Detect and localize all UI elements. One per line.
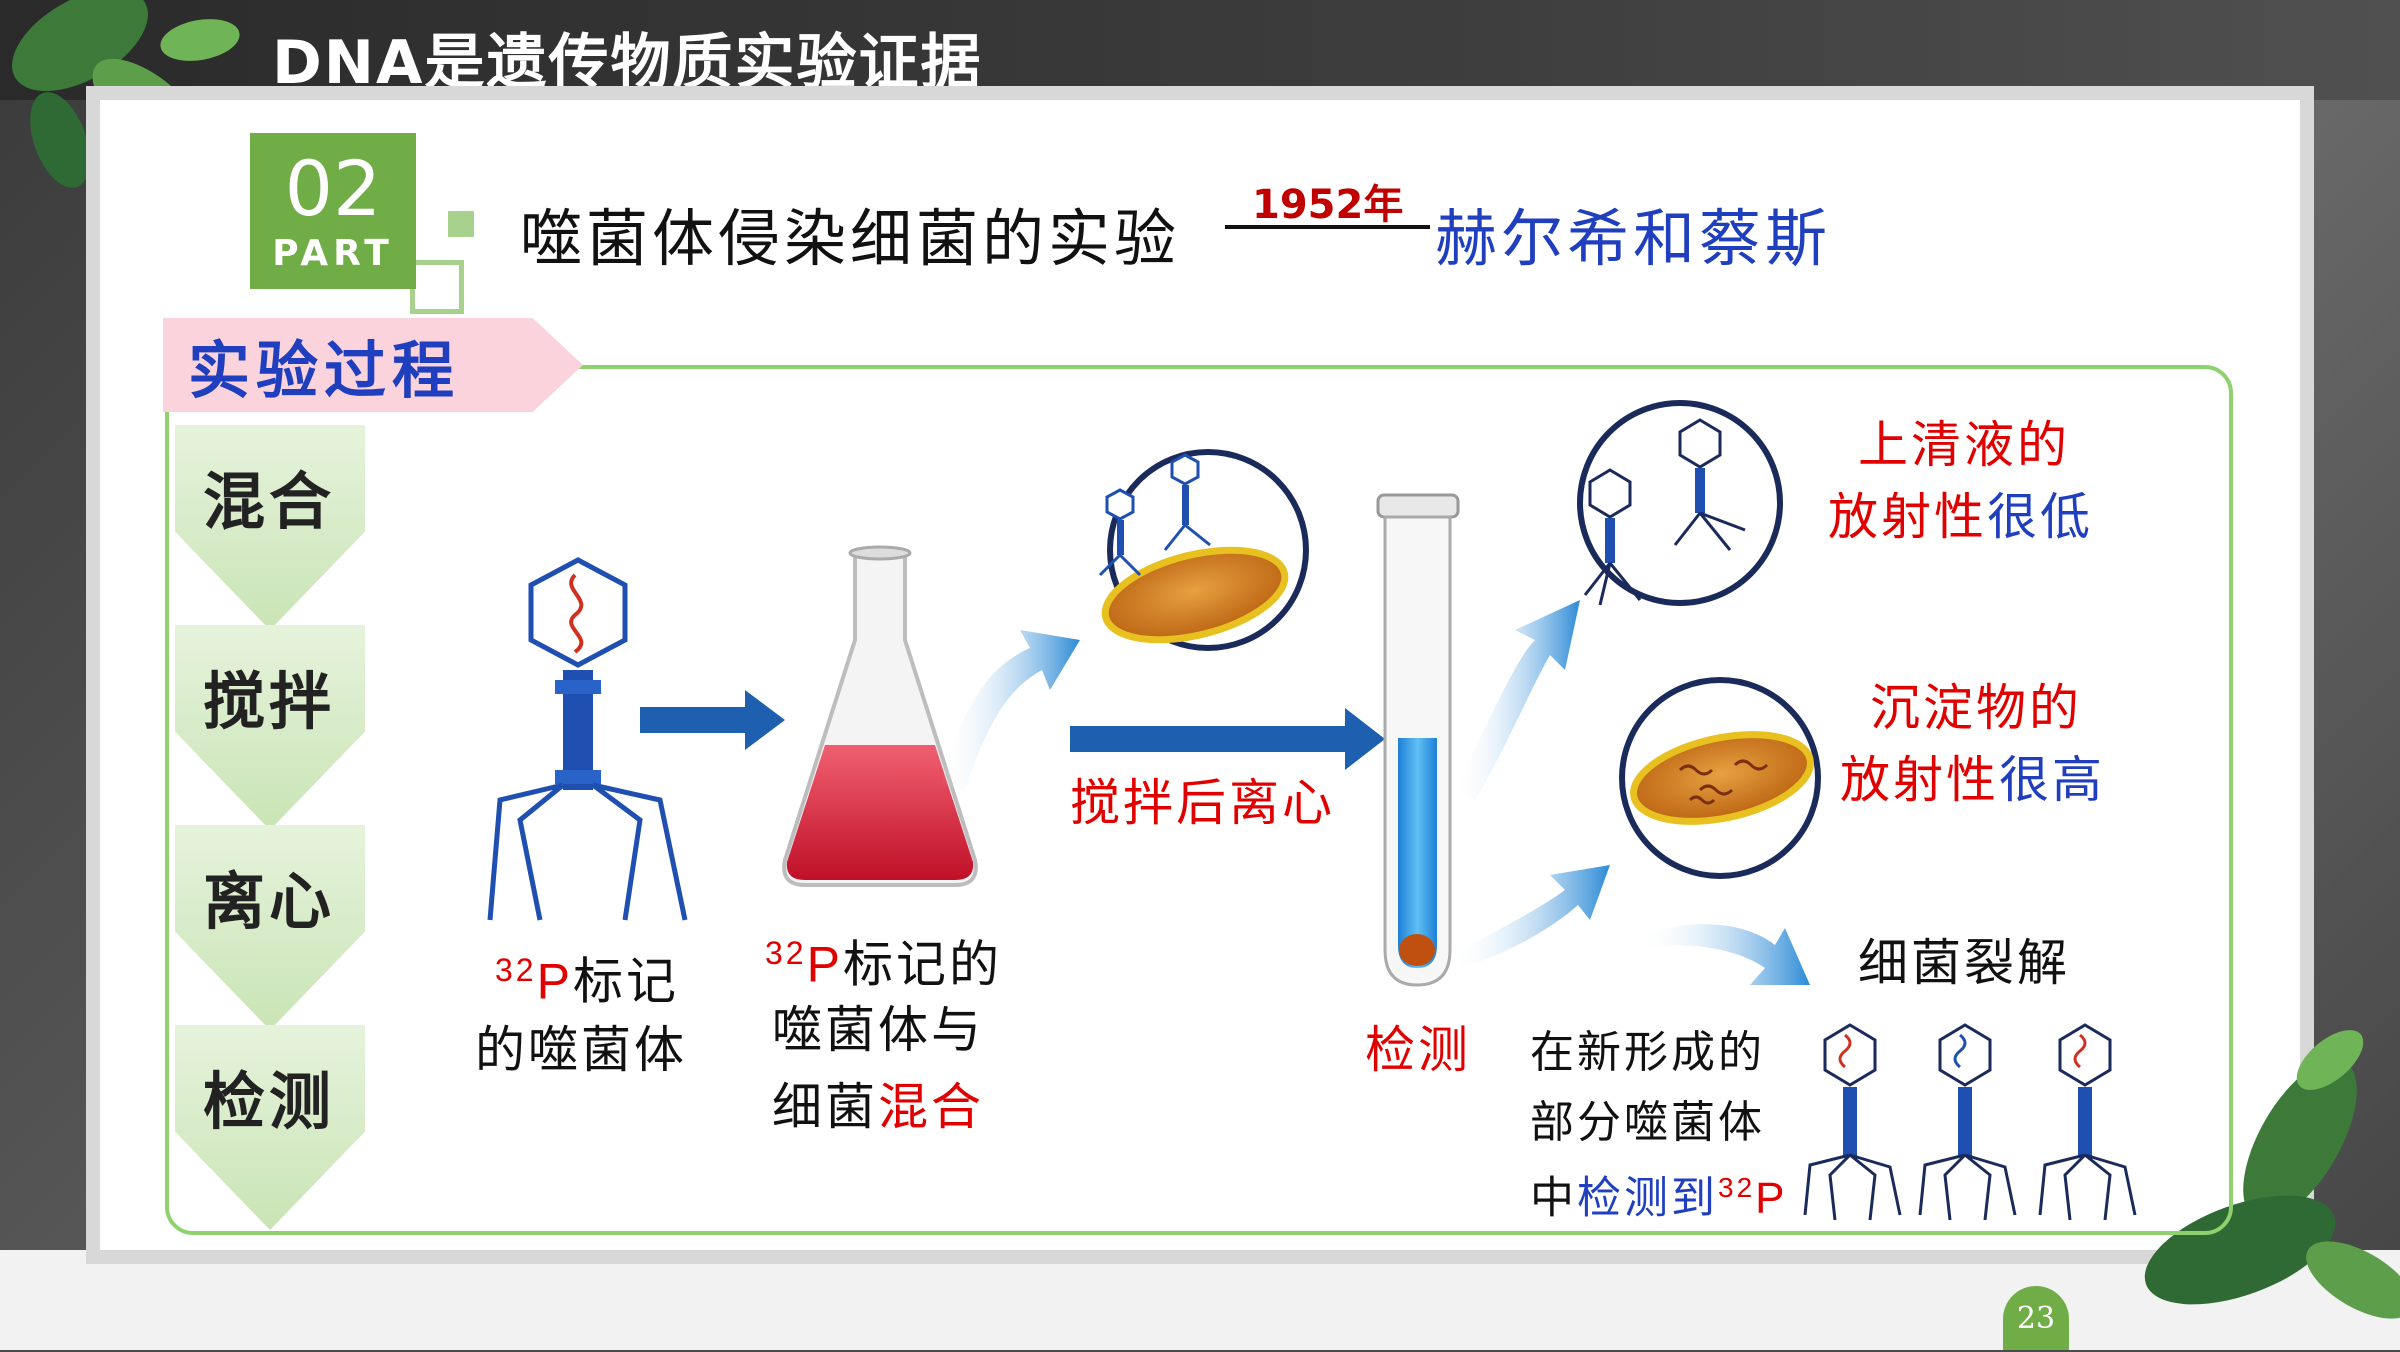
process-tab	[163, 318, 583, 412]
content-card	[100, 100, 2300, 1250]
step-detect: 检测	[175, 1025, 365, 1235]
part-badge: 02 PART	[250, 133, 416, 289]
page-title: DNA是遗传物质实验证据	[272, 28, 983, 98]
experiment-heading: 噬菌体侵染细菌的实验	[520, 202, 1181, 275]
detect-label: 检测	[1365, 1021, 1471, 1079]
new-phage-label-line1: 在新形成的	[1530, 1027, 1765, 1078]
phage-label: 32P标记	[495, 952, 679, 1011]
curved-arrow-icon	[1455, 600, 1580, 800]
process-frame	[165, 365, 2233, 1235]
part-label: PART	[272, 233, 394, 274]
leaf-decoration-bottom-right	[2144, 1030, 2400, 1319]
curved-arrow-icon	[1450, 865, 1610, 970]
infection-circle	[1098, 449, 1309, 651]
part-number: 02	[284, 144, 382, 233]
arrow-right-icon	[640, 690, 785, 750]
lysis-phages	[1803, 1023, 2137, 1221]
arrow-right-icon	[1070, 708, 1385, 770]
step-centrifuge: 离心	[175, 825, 365, 1035]
curved-arrow-icon	[1640, 924, 1810, 985]
year-label: 1952年	[1252, 182, 1404, 228]
phage-icon	[487, 557, 688, 921]
supernatant-circle	[1577, 400, 1783, 606]
flask-label: 32P标记的	[765, 935, 1002, 994]
sediment-label-line1: 沉淀物的	[1870, 679, 2082, 737]
curved-arrow-icon	[940, 630, 1080, 790]
flask-label-line2: 噬菌体与	[772, 1001, 984, 1059]
title-bar	[0, 0, 2400, 100]
new-phage-label-line2: 部分噬菌体	[1530, 1097, 1765, 1148]
centrifuge-label: 搅拌后离心	[1070, 774, 1335, 832]
new-phage-label-line3: 中检测到32P	[1530, 1172, 1788, 1224]
supernatant-label-line2: 放射性很低	[1828, 488, 2093, 546]
background-bottom	[0, 1250, 2400, 1350]
sediment-label-line2: 放射性很高	[1840, 751, 2105, 809]
flask-icon	[782, 545, 978, 887]
page-number: 23	[2003, 1286, 2069, 1350]
year-line	[1225, 225, 1430, 229]
scientists-label: 赫尔希和蔡斯	[1435, 202, 1832, 275]
process-title: 实验过程	[188, 334, 461, 407]
flask-label-line3: 细菌混合	[772, 1078, 984, 1136]
step-stir: 搅拌	[175, 625, 365, 835]
heading-bullet	[448, 211, 474, 237]
lysis-label: 细菌裂解	[1858, 934, 2070, 992]
test-tube-icon	[1376, 493, 1460, 987]
sediment-circle	[1619, 677, 1821, 879]
supernatant-label-line1: 上清液的	[1858, 416, 2070, 474]
phage-label-line2: 的噬菌体	[475, 1021, 687, 1079]
step-mix: 混合	[175, 425, 365, 635]
